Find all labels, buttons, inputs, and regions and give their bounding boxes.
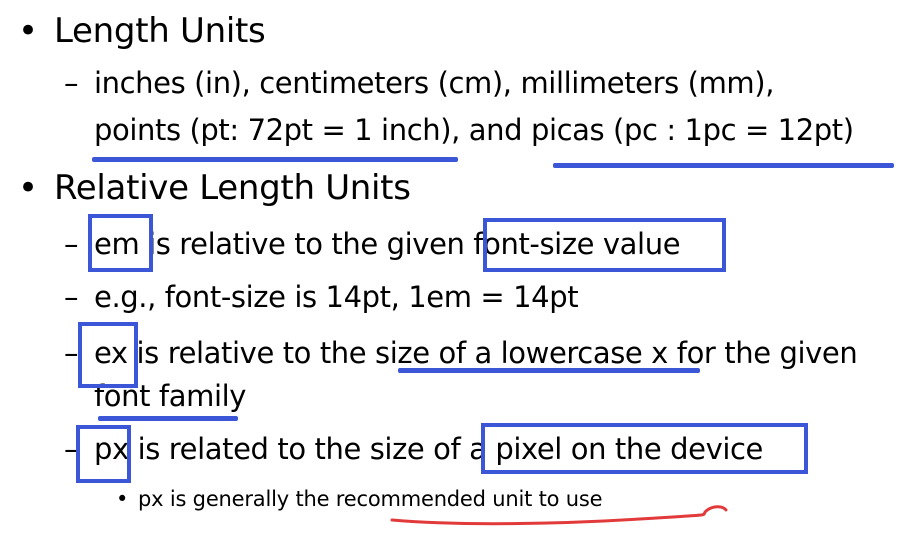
- px-definition-line: px is related to the size of a pixel on …: [94, 432, 763, 466]
- highlight-box-em: [88, 214, 153, 272]
- bullet-dash: –: [64, 66, 79, 100]
- heading-length-units: Length Units: [54, 11, 266, 51]
- bullet-small-dot: •: [116, 487, 129, 511]
- em-definition-line: em is relative to the given font-size va…: [94, 227, 681, 261]
- underline-picas-annotation: [553, 163, 894, 168]
- bullet-dash: –: [64, 336, 79, 370]
- bullet-dot: •: [18, 168, 38, 208]
- underline-points-annotation: [92, 157, 458, 162]
- highlight-box-pixel-on-device: [481, 423, 808, 474]
- ex-definition-line-1: ex is relative to the size of a lowercas…: [94, 336, 858, 370]
- bullet-dash: –: [64, 280, 79, 314]
- underline-lowercase-x-annotation: [398, 368, 700, 373]
- bullet-dot: •: [18, 11, 38, 51]
- underline-font-family-annotation: [98, 416, 238, 421]
- em-example-line: e.g., font-size is 14pt, 1em = 14pt: [94, 280, 579, 314]
- bullet-dash: –: [64, 227, 79, 261]
- highlight-box-px: [76, 425, 131, 483]
- highlight-box-ex: [78, 322, 138, 388]
- length-units-line-1: inches (in), centimeters (cm), millimete…: [94, 66, 775, 100]
- heading-relative-length-units: Relative Length Units: [54, 168, 411, 208]
- length-units-line-2: points (pt: 72pt = 1 inch), and picas (p…: [94, 113, 854, 147]
- bullet-dash: –: [64, 432, 79, 466]
- highlight-box-font-size-value: [483, 218, 726, 272]
- px-recommendation-line: px is generally the recommended unit to …: [138, 487, 603, 511]
